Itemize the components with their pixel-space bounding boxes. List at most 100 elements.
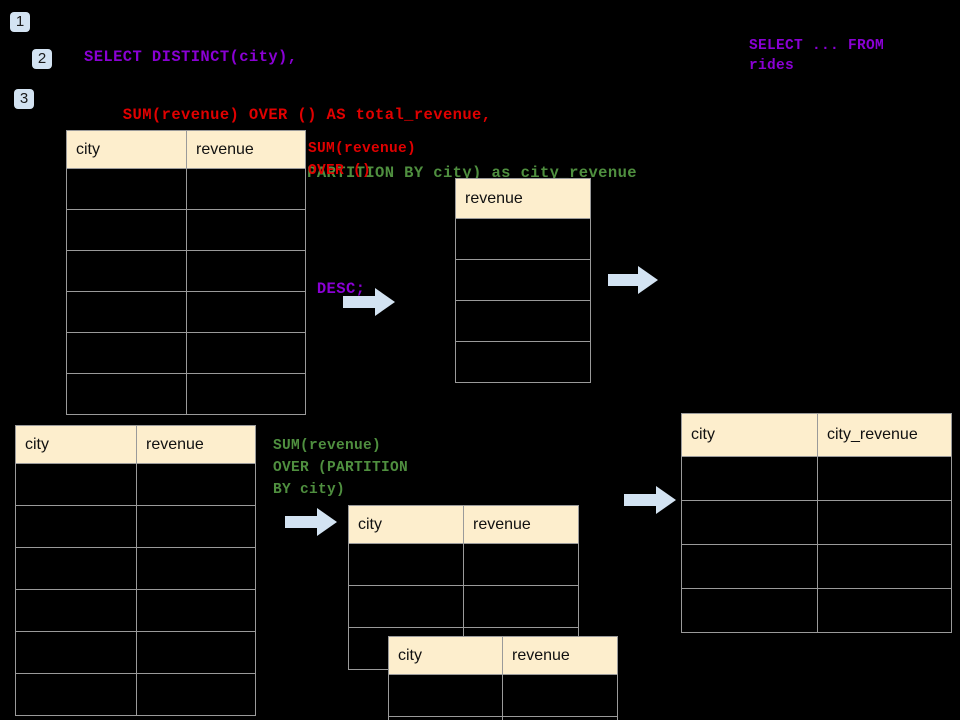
column-header-revenue: revenue: [502, 636, 618, 675]
table-header-row: city revenue: [348, 505, 579, 544]
cell-revenue: [502, 716, 618, 720]
annotation-sum-over-partition: SUM(revenue) OVER (PARTITION BY city): [273, 438, 409, 498]
cell-revenue: [136, 631, 256, 674]
cell-city: [15, 631, 137, 674]
table-row: [15, 673, 256, 716]
cell-city: [15, 589, 137, 632]
column-header-revenue: revenue: [463, 505, 579, 544]
step-badge-3: 3: [14, 89, 34, 109]
sql-line-2: SUM(revenue) OVER () AS total_revenue,: [84, 106, 492, 124]
table-row: [66, 291, 306, 333]
cell-city: [681, 500, 818, 545]
cell-revenue: [455, 218, 591, 260]
table-row: [388, 674, 618, 717]
column-header-city: city: [388, 636, 503, 675]
cell-revenue: [136, 589, 256, 632]
table-row: [455, 218, 591, 260]
cell-revenue: [502, 674, 618, 717]
cell-revenue: [186, 250, 306, 292]
cell-revenue: [136, 547, 256, 590]
arrow-source-to-partition: [285, 508, 337, 536]
total-revenue-table: revenue: [455, 178, 591, 383]
cell-revenue: [136, 505, 256, 548]
cell-city: [15, 505, 137, 548]
table-row: [455, 300, 591, 342]
cell-city: [15, 673, 137, 716]
cell-city: [66, 373, 187, 415]
table-row: [15, 547, 256, 590]
table-header-row: city city_revenue: [681, 413, 952, 457]
column-header-city: city: [348, 505, 464, 544]
cell-city: [66, 168, 187, 210]
table-row: [348, 585, 579, 628]
cell-city-revenue: [817, 500, 952, 545]
table-header-row: revenue: [455, 178, 591, 219]
cell-revenue: [186, 332, 306, 374]
arrow-source-to-total: [343, 288, 395, 316]
cell-revenue: [463, 543, 579, 586]
cell-revenue: [455, 259, 591, 301]
table-header-row: city revenue: [15, 425, 256, 464]
table-row: [15, 631, 256, 674]
table-row: [15, 463, 256, 506]
cell-city: [15, 463, 137, 506]
cell-revenue: [186, 291, 306, 333]
table-row: [348, 543, 579, 586]
table-row: [66, 168, 306, 210]
column-header-revenue: revenue: [186, 130, 306, 169]
column-header-revenue: revenue: [136, 425, 256, 464]
table-row: [681, 588, 952, 633]
table-row: [681, 500, 952, 545]
column-header-city: city: [66, 130, 187, 169]
table-header-row: city revenue: [388, 636, 618, 675]
cell-city-revenue: [817, 588, 952, 633]
step-badge-2: 2: [32, 49, 52, 69]
cell-revenue: [455, 300, 591, 342]
table-row: [681, 456, 952, 501]
partition-group-table-a: city revenue: [348, 505, 579, 670]
partition-group-table-b: city revenue: [388, 636, 618, 720]
table-row: [66, 250, 306, 292]
source-rides-table-bottom: city revenue: [15, 425, 256, 716]
cell-revenue: [136, 673, 256, 716]
annotation-sum-over-empty: SUM(revenue) OVER (): [308, 141, 417, 179]
cell-city: [348, 585, 464, 628]
cell-revenue: [136, 463, 256, 506]
annotation-select-from-rides: SELECT ... FROM rides: [749, 38, 885, 74]
column-header-city-revenue: city_revenue: [817, 413, 952, 457]
cell-city-revenue: [817, 456, 952, 501]
table-row: [66, 373, 306, 415]
step-badge-1: 1: [10, 12, 30, 32]
table-row: [388, 716, 618, 720]
city-revenue-result-table: city city_revenue: [681, 413, 952, 633]
cell-city: [66, 332, 187, 374]
column-header-city: city: [15, 425, 137, 464]
cell-revenue: [463, 585, 579, 628]
cell-revenue: [186, 373, 306, 415]
arrow-partition-to-result: [624, 486, 676, 514]
cell-revenue: [186, 168, 306, 210]
table-row: [15, 589, 256, 632]
cell-city: [681, 588, 818, 633]
cell-city: [66, 291, 187, 333]
cell-city: [388, 716, 503, 720]
table-row: [681, 544, 952, 589]
source-rides-table: city revenue: [66, 130, 306, 415]
table-row: [15, 505, 256, 548]
cell-revenue: [455, 341, 591, 383]
table-header-row: city revenue: [66, 130, 306, 169]
table-row: [455, 341, 591, 383]
cell-revenue: [186, 209, 306, 251]
cell-city-revenue: [817, 544, 952, 589]
cell-city: [66, 209, 187, 251]
cell-city: [388, 674, 503, 717]
cell-city: [15, 547, 137, 590]
arrow-total-to-result: [608, 266, 658, 294]
cell-city: [348, 543, 464, 586]
column-header-city: city: [681, 413, 818, 457]
column-header-revenue: revenue: [455, 178, 591, 219]
cell-city: [66, 250, 187, 292]
table-row: [66, 209, 306, 251]
sql-line-1: SELECT DISTINCT(city),: [84, 48, 298, 66]
